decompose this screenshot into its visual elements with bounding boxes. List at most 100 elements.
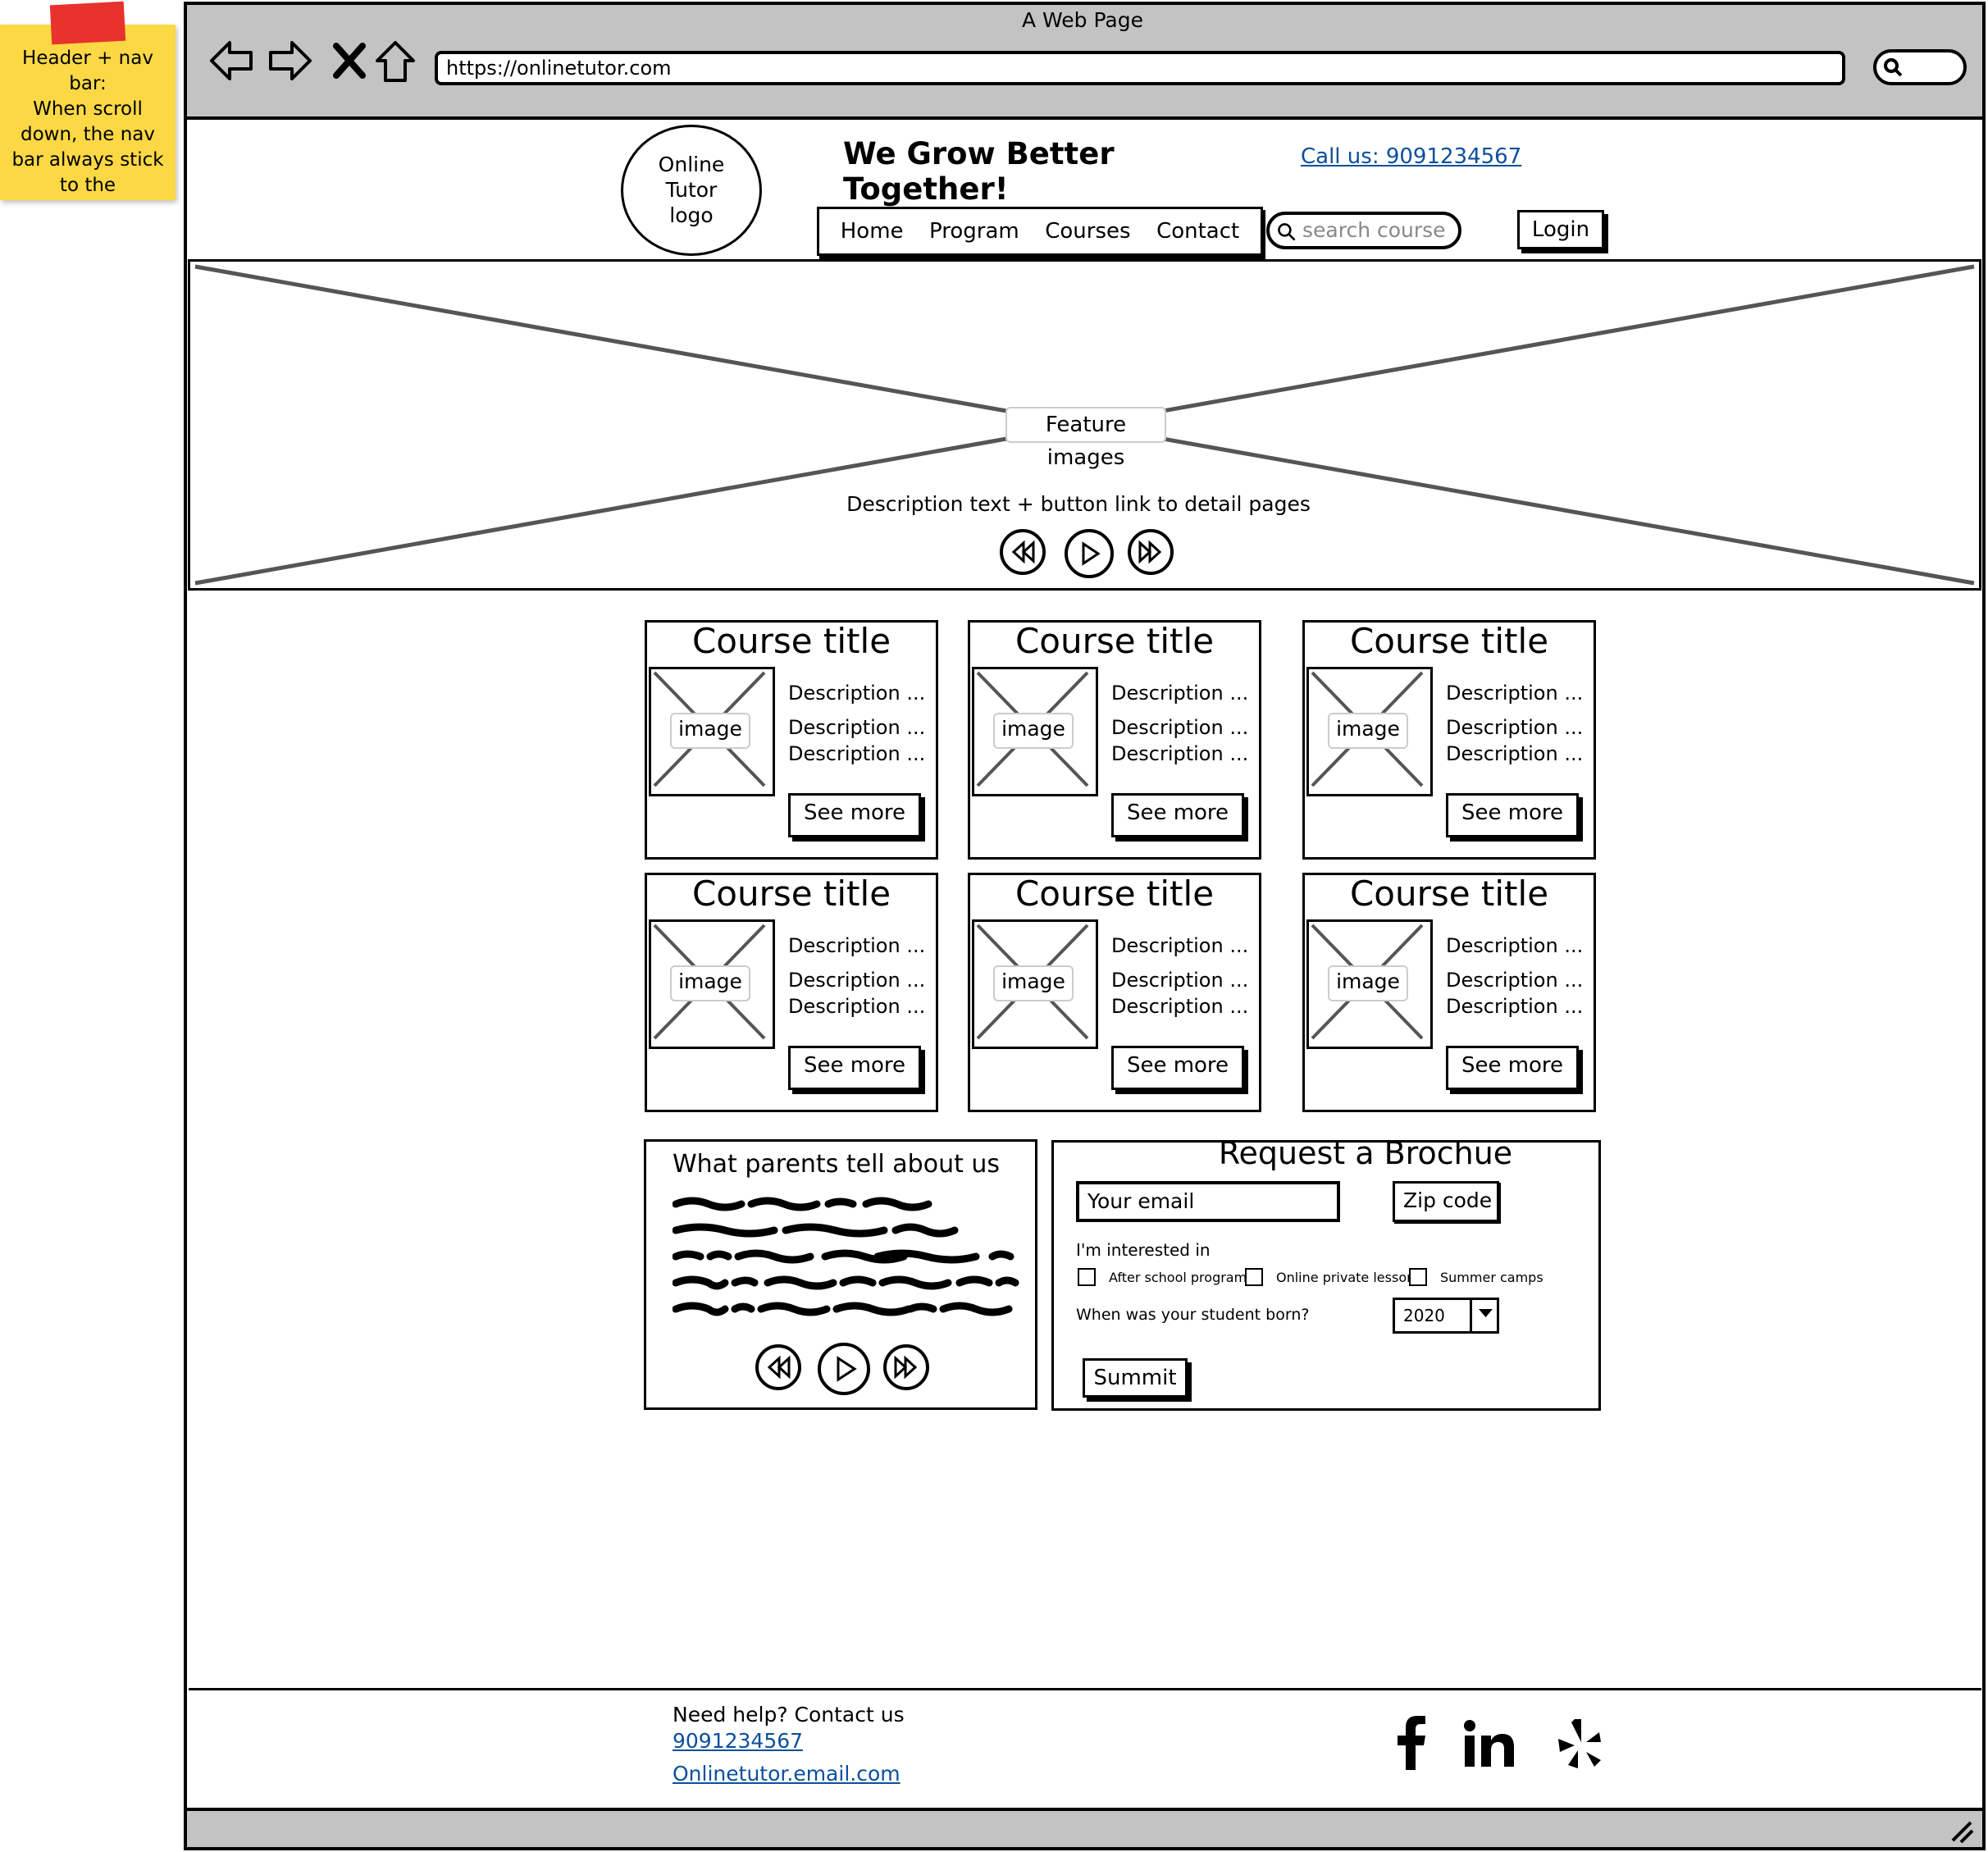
back-arrow-icon[interactable] <box>207 36 256 85</box>
course-search-input[interactable]: search course <box>1266 212 1461 249</box>
course-card: Course title image Description ... Descr… <box>645 620 938 860</box>
course-description: Description ... <box>1446 742 1584 765</box>
online-lessons-checkbox[interactable] <box>1245 1268 1263 1286</box>
course-description: Description ... <box>1111 682 1249 705</box>
summer-camps-checkbox[interactable] <box>1409 1268 1427 1286</box>
brochure-form <box>1051 1140 1601 1411</box>
rewind-icon[interactable] <box>755 1343 802 1391</box>
course-description: Description ... <box>1446 716 1584 739</box>
play-icon[interactable] <box>1064 528 1115 579</box>
nav-courses[interactable]: Courses <box>1045 219 1131 244</box>
browser-status-bar <box>184 1808 1986 1850</box>
see-more-button[interactable]: See more <box>1446 793 1579 837</box>
see-more-button[interactable]: See more <box>1446 1046 1579 1090</box>
image-label: image <box>993 713 1074 749</box>
scribbled-text <box>673 1197 1019 1316</box>
site-logo[interactable]: Online Tutor logo <box>621 125 762 256</box>
course-description: Description ... <box>1446 682 1584 705</box>
linkedin-icon[interactable] <box>1463 1719 1516 1768</box>
course-title[interactable]: Course title <box>1349 621 1549 661</box>
forward-arrow-icon[interactable] <box>266 36 315 85</box>
birth-year-label: When was your student born? <box>1076 1306 1310 1324</box>
course-description: Description ... <box>1111 995 1249 1018</box>
see-more-button[interactable]: See more <box>1111 1046 1244 1090</box>
image-label: image <box>670 713 750 749</box>
footer-phone-link[interactable]: 9091234567 <box>673 1729 804 1753</box>
course-title[interactable]: Course title <box>691 874 891 914</box>
fast-forward-icon[interactable] <box>1127 528 1174 576</box>
zip-code-field[interactable]: Zip code <box>1393 1181 1499 1222</box>
option-label: Summer camps <box>1440 1270 1543 1285</box>
option-label: After school program <box>1109 1270 1247 1285</box>
see-more-button[interactable]: See more <box>788 793 921 837</box>
course-card: Course title image Description ... Descr… <box>645 873 938 1112</box>
course-description: Description ... <box>1111 969 1249 992</box>
fast-forward-icon[interactable] <box>882 1343 930 1391</box>
see-more-button[interactable]: See more <box>1111 793 1244 837</box>
yelp-icon[interactable] <box>1557 1717 1603 1770</box>
search-placeholder: search course <box>1302 218 1446 242</box>
course-description: Description ... <box>788 682 926 705</box>
address-bar[interactable]: https://onlinetutor.com <box>435 51 1845 85</box>
course-description: Description ... <box>1111 934 1249 957</box>
main-nav: Home Program Courses Contact <box>817 207 1263 256</box>
course-description: Description ... <box>788 995 926 1018</box>
sticky-note-text: Header + nav bar: When scroll down, the … <box>11 48 164 196</box>
chevron-down-icon[interactable] <box>1470 1298 1499 1334</box>
testimonials-panel <box>644 1139 1037 1410</box>
course-description: Description ... <box>788 716 926 739</box>
image-label: image <box>1328 965 1408 1001</box>
course-description: Description ... <box>1446 934 1584 957</box>
course-description: Description ... <box>788 742 926 765</box>
course-card: Course title image Description ... Descr… <box>1302 620 1596 860</box>
course-description: Description ... <box>1446 995 1584 1018</box>
testimonials-title: What parents tell about us <box>673 1150 1001 1179</box>
email-field[interactable]: Your email <box>1076 1181 1340 1222</box>
course-description: Description ... <box>1111 716 1249 739</box>
window-title: A Web Page <box>1021 8 1144 32</box>
course-title[interactable]: Course title <box>1015 874 1215 914</box>
login-button[interactable]: Login <box>1517 210 1604 249</box>
browser-search[interactable] <box>1873 49 1967 85</box>
nav-home[interactable]: Home <box>840 219 904 244</box>
play-icon[interactable] <box>817 1342 871 1396</box>
course-title[interactable]: Course title <box>1349 874 1549 914</box>
course-card: Course title image Description ... Descr… <box>1302 873 1596 1112</box>
image-label: image <box>993 965 1074 1001</box>
submit-button[interactable]: Summit <box>1083 1358 1188 1398</box>
site-tagline: We Grow Better Together! <box>843 136 1115 207</box>
birth-year-select[interactable]: 2020 <box>1393 1298 1499 1334</box>
after-school-checkbox[interactable] <box>1078 1268 1096 1286</box>
call-us-link[interactable]: Call us: 9091234567 <box>1301 144 1522 169</box>
course-card: Course title image Description ... Descr… <box>968 620 1261 860</box>
course-card: Course title image Description ... Descr… <box>968 873 1261 1112</box>
option-label: Online private lessons <box>1276 1270 1422 1285</box>
feature-images-label: Feature images <box>1005 407 1166 470</box>
chevron-down-icon-shape <box>1479 1309 1493 1317</box>
footer-divider <box>189 1688 1981 1690</box>
interest-label: I'm interested in <box>1076 1240 1211 1260</box>
tape-decoration <box>49 1 126 45</box>
close-icon[interactable] <box>325 36 374 85</box>
see-more-button[interactable]: See more <box>788 1046 921 1090</box>
home-icon[interactable] <box>371 36 420 85</box>
search-icon <box>1884 58 1903 77</box>
course-title[interactable]: Course title <box>1015 621 1215 661</box>
resize-grip-icon[interactable] <box>1946 1816 1976 1845</box>
nav-program[interactable]: Program <box>929 219 1019 244</box>
hero-description: Description text + button link to detail… <box>846 492 1311 516</box>
sticky-note: Header + nav bar: When scroll down, the … <box>0 1 176 200</box>
course-description: Description ... <box>788 934 926 957</box>
course-description: Description ... <box>1111 742 1249 765</box>
course-description: Description ... <box>788 969 926 992</box>
image-label: image <box>670 965 750 1001</box>
image-label: image <box>1328 713 1408 749</box>
brochure-title: Request a Brochue <box>1218 1135 1513 1171</box>
facebook-icon[interactable] <box>1394 1716 1427 1770</box>
rewind-icon[interactable] <box>999 528 1046 576</box>
nav-contact[interactable]: Contact <box>1156 219 1240 244</box>
course-title[interactable]: Course title <box>691 621 891 661</box>
course-description: Description ... <box>1446 969 1584 992</box>
help-text: Need help? Contact us <box>673 1703 905 1727</box>
footer-email-link[interactable]: Onlinetutor.email.com <box>673 1762 901 1786</box>
